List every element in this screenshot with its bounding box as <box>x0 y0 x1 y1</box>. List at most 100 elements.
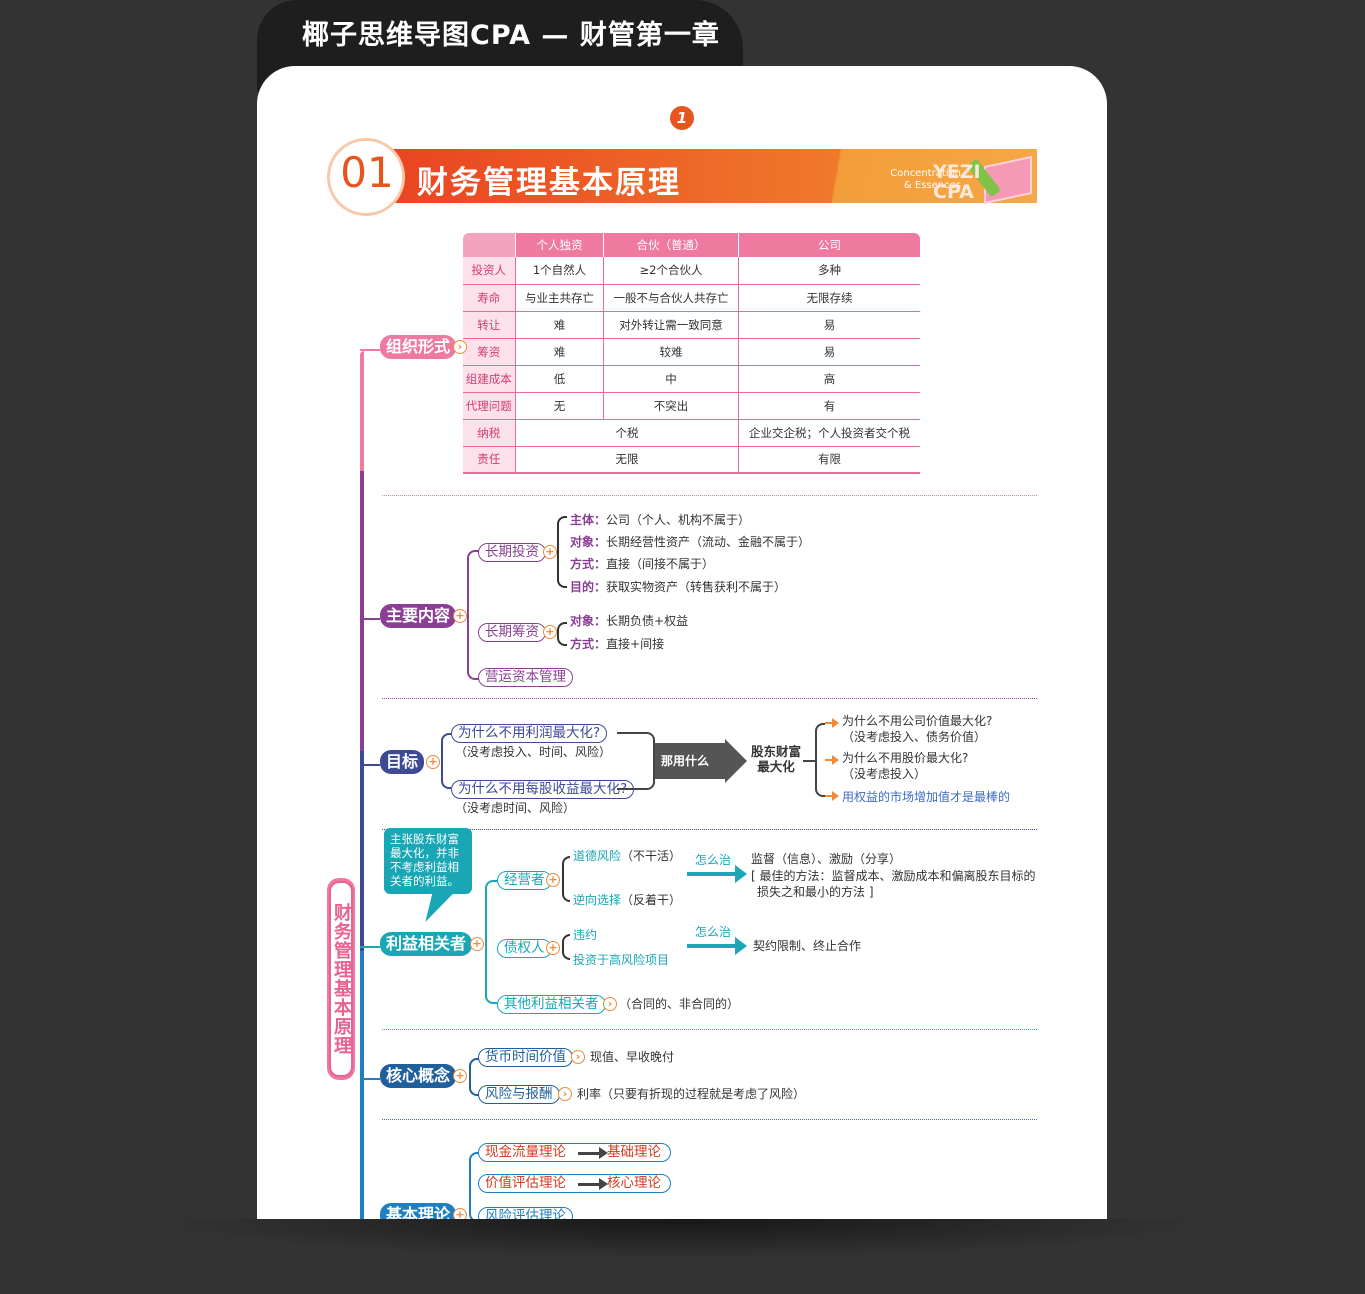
node-risk-return[interactable]: 风险与报酬 <box>478 1085 560 1104</box>
invest-item: 方式：直接（间接不属于） <box>570 557 715 571</box>
goal-answer: 股东财富最大化 <box>751 744 802 774</box>
node-long-invest[interactable]: 长期投资 <box>478 543 546 562</box>
table-cell: 企业交企税；个人投资者交个税 <box>738 419 920 447</box>
arrow-icon <box>578 1147 608 1159</box>
callout-tail <box>415 892 455 922</box>
expand-icon[interactable]: + <box>546 873 560 887</box>
node-basic-theory[interactable]: 基本理论 <box>380 1203 457 1219</box>
row-header: 投资人 <box>462 257 516 285</box>
expand-icon[interactable]: + <box>426 755 440 769</box>
node-creditor[interactable]: 债权人 <box>497 939 552 958</box>
page-number-badge: 1 <box>670 106 694 130</box>
spine-segment <box>360 471 364 751</box>
expand-icon[interactable]: + <box>470 937 484 951</box>
node-cash-flow-theory[interactable]: 现金流量理论 <box>478 1143 671 1162</box>
valuation-role: 核心理论 <box>607 1175 661 1191</box>
branch-line <box>360 946 380 948</box>
expand-icon[interactable]: + <box>453 1208 467 1219</box>
node-valuation-theory[interactable]: 价值评估理论 <box>478 1174 671 1193</box>
how-fix-label: 怎么治 <box>695 853 732 867</box>
row-header: 责任 <box>462 446 516 474</box>
table-cell: 中 <box>603 365 739 393</box>
table-cell: 易 <box>738 311 920 339</box>
table-cell: 低 <box>515 365 604 393</box>
goal-best: 用权益的市场增加值才是最棒的 <box>842 790 1011 804</box>
table-cell: 难 <box>515 338 604 366</box>
goal-reason: 为什么不用股价最大化?（没考虑投入） <box>842 751 969 781</box>
chapter-number: 01 <box>340 148 394 197</box>
expand-icon[interactable]: › <box>603 997 617 1011</box>
branch-bracket <box>617 732 655 790</box>
table-cell: 多种 <box>738 257 920 285</box>
creditor-issue: 投资于高风险项目 <box>573 953 670 967</box>
table-header-row: 个人独资 合伙（普通） 公司 <box>462 233 920 257</box>
arrow-icon <box>825 791 839 801</box>
cash-flow-role: 基础理论 <box>607 1144 661 1160</box>
spine-segment <box>360 951 364 1219</box>
arrow-icon <box>825 718 839 728</box>
goal-question-profit[interactable]: 为什么不用利润最大化? <box>451 724 608 743</box>
stakeholder-callout: 主张股东财富最大化，并非不考虑利益相关者的利益。 <box>384 828 472 894</box>
section-divider <box>382 1119 1037 1120</box>
table-row: 寿命 与业主共存亡 一般不与合伙人共存亡 无限存续 <box>462 284 920 312</box>
node-risk-eval-theory[interactable]: 风险评估理论 <box>478 1207 573 1219</box>
node-org-form[interactable]: 组织形式 <box>380 335 457 359</box>
node-goal[interactable]: 目标 <box>380 750 425 774</box>
table-row: 筹资 难 较难 易 <box>462 338 920 366</box>
branch-bracket <box>469 1152 479 1219</box>
table-row: 代理问题 无 不突出 有 <box>462 392 920 420</box>
node-other-stakeholders[interactable]: 其他利益相关者 <box>497 995 606 1014</box>
node-core-concepts[interactable]: 核心概念 <box>380 1064 457 1088</box>
table-cell: 有限 <box>738 446 920 474</box>
table-cell: 个税 <box>515 419 739 447</box>
branch-bracket <box>815 723 825 797</box>
table-cell: 有 <box>738 392 920 420</box>
branch-bracket <box>485 880 497 1004</box>
node-tvm[interactable]: 货币时间价值 <box>478 1048 573 1067</box>
how-fix-label: 怎么治 <box>695 925 732 939</box>
expand-icon[interactable]: › <box>558 1087 572 1101</box>
branch-bracket <box>557 516 567 588</box>
expand-icon[interactable]: + <box>543 545 557 559</box>
finance-item: 对象：长期负债+权益 <box>570 614 689 628</box>
table-cell: 易 <box>738 338 920 366</box>
risk-note: 利率（只要有折现的过程就是考虑了风险） <box>577 1087 806 1101</box>
arrow-icon <box>578 1178 608 1190</box>
node-long-finance[interactable]: 长期筹资 <box>478 623 546 642</box>
spine-segment <box>360 351 364 471</box>
manager-fix: 监督（信息）、激励（分享） <box>751 852 902 866</box>
branch-line <box>360 764 380 766</box>
table-header-cell: 个人独资 <box>515 233 604 257</box>
table-row: 责任 无限 有限 <box>462 446 920 474</box>
table-cell: 与业主共存亡 <box>515 284 604 312</box>
node-main-content[interactable]: 主要内容 <box>380 604 457 628</box>
expand-icon[interactable]: + <box>453 609 467 623</box>
node-stakeholders[interactable]: 利益相关者 <box>380 932 473 956</box>
table-cell: 高 <box>738 365 920 393</box>
table-cell: 对外转让需一致同意 <box>603 311 739 339</box>
table-row: 组建成本 低 中 高 <box>462 365 920 393</box>
node-working-capital[interactable]: 营运资本管理 <box>478 668 573 687</box>
invest-item: 目的：获取实物资产（转售获利不属于） <box>570 580 787 594</box>
section-divider <box>382 1029 1037 1030</box>
goal-question-eps[interactable]: 为什么不用每股收益最大化? <box>451 780 635 799</box>
node-manager[interactable]: 经营者 <box>497 871 552 890</box>
row-header: 代理问题 <box>462 392 516 420</box>
table-cell: 无限存续 <box>738 284 920 312</box>
expand-icon[interactable]: + <box>453 1069 467 1083</box>
expand-icon[interactable]: › <box>453 340 467 354</box>
manager-fix-note: [ 最佳的方法：监督成本、激励成本和偏离股东目标的损失之和最小的方法 ] <box>751 869 1036 899</box>
expand-icon[interactable]: + <box>546 941 560 955</box>
table-cell: 难 <box>515 311 604 339</box>
branch-bracket <box>469 1058 479 1096</box>
invest-item: 对象：长期经营性资产（流动、金融不属于） <box>570 535 811 549</box>
expand-icon[interactable]: › <box>571 1050 585 1064</box>
expand-icon[interactable]: + <box>543 625 557 639</box>
branch-bracket <box>562 856 570 902</box>
table-cell: 无 <box>515 392 604 420</box>
table-header-cell: 合伙（普通） <box>603 233 739 257</box>
creditor-fix: 契约限制、终止合作 <box>753 939 862 953</box>
table-cell: 无限 <box>515 446 739 474</box>
